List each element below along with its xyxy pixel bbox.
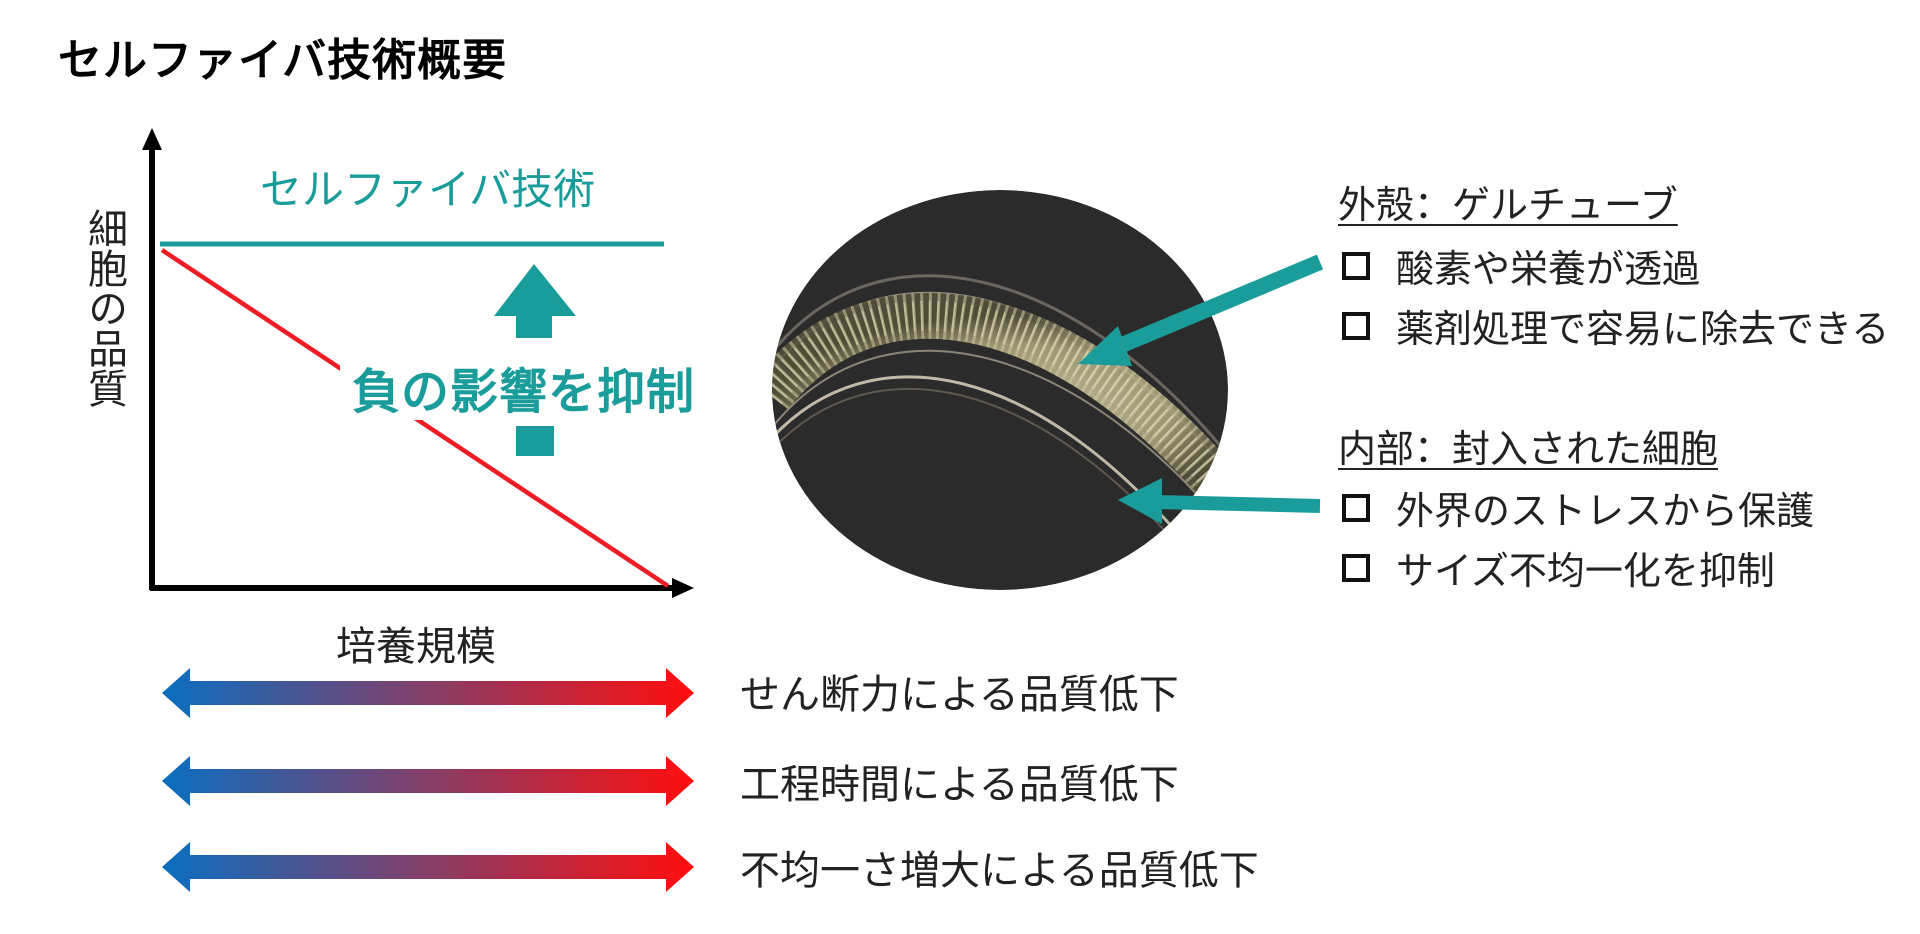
checkbox-square-icon [1342, 553, 1370, 582]
x-axis-title: 培養規模 [336, 624, 496, 670]
inner-bullet-1: 外界のストレスから保護 [1342, 480, 1814, 535]
suppress-arrow [494, 264, 576, 456]
shell-bullet-2-text: 薬剤処理で容易に除去できる [1396, 307, 1890, 351]
inner-heading: 内部：封入された細胞 [1338, 427, 1719, 471]
scale-arrow-2 [162, 756, 694, 806]
chart-axes [142, 128, 694, 598]
label-mask [340, 348, 710, 420]
scale-arrow-3 [162, 842, 694, 892]
shell-bullet-2: 薬剤処理で容易に除去できる [1342, 298, 1889, 353]
y-axis-arrowhead [142, 128, 162, 150]
x-axis-arrowhead [672, 578, 694, 598]
checkbox-square-icon [1342, 251, 1370, 280]
suppress-label: 負の影響を抑制 [352, 364, 696, 420]
inner-pointer-arrow [1118, 478, 1321, 524]
shell-pointer-arrow [1078, 254, 1324, 366]
effect-label-3: 不均一さ増大による品質低下 [740, 848, 1259, 894]
y-axis-title: 細胞の品質 [81, 208, 127, 408]
tech-line-label: セルファイバ技術 [260, 165, 596, 214]
inner-bullet-2: サイズ不均一化を抑制 [1342, 540, 1775, 595]
scale-arrow-1 [162, 668, 694, 718]
shell-heading: 外殻：ゲルチューブ [1338, 183, 1678, 227]
gel-tube-microscope-image [772, 190, 1228, 590]
page-title: セルファイバ技術概要 [58, 35, 508, 86]
shell-bullet-1-text: 酸素や栄養が透過 [1396, 247, 1701, 291]
shell-bullet-1: 酸素や栄養が透過 [1342, 238, 1700, 293]
checkbox-square-icon [1342, 493, 1370, 522]
effect-label-1: せん断力による品質低下 [740, 672, 1179, 718]
effect-label-2: 工程時間による品質低下 [740, 762, 1179, 808]
inner-bullet-2-text: サイズ不均一化を抑制 [1396, 549, 1775, 593]
checkbox-square-icon [1342, 311, 1370, 340]
inner-bullet-1-text: 外界のストレスから保護 [1396, 489, 1815, 533]
